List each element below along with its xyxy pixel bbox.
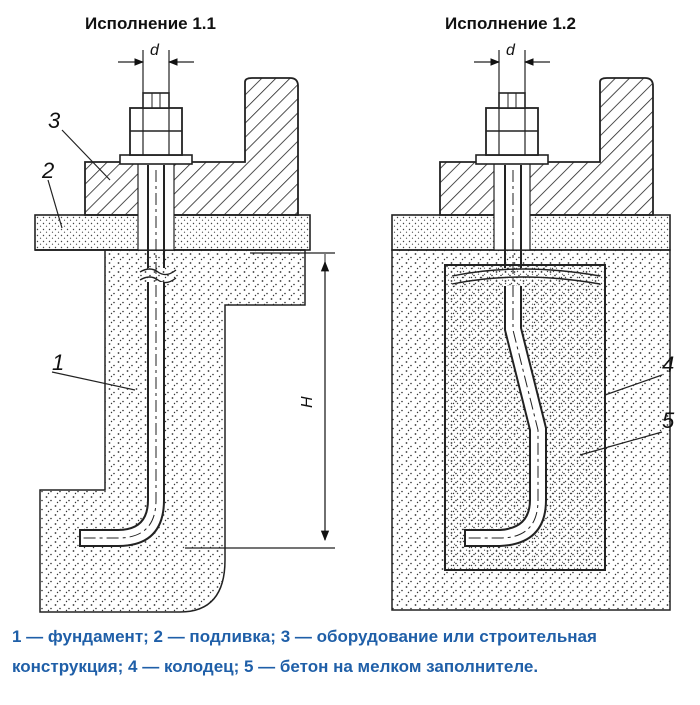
variant-left: d H 3 2 1	[34, 42, 335, 613]
label-1: 1	[52, 350, 64, 375]
bolt-right	[464, 286, 547, 547]
variant-right: d 4 5	[391, 42, 675, 611]
title-variant-1-2: Исполнение 1.2	[445, 14, 576, 33]
bolt-left	[147, 165, 165, 268]
label-3: 3	[48, 108, 61, 133]
legend-caption: 1 — фундамент; 2 — подливка; 3 — оборудо…	[12, 622, 692, 682]
dimension-h: H	[299, 396, 316, 408]
grout-right	[391, 214, 671, 251]
legend-line-2: конструкция; 4 — колодец; 5 — бетон на м…	[12, 657, 539, 676]
label-5: 5	[662, 408, 675, 433]
equipment-right	[439, 77, 654, 216]
legend-line-1: 1 — фундамент; 2 — подливка; 3 — оборудо…	[12, 627, 597, 646]
title-variant-1-1: Исполнение 1.1	[85, 14, 216, 33]
label-4: 4	[662, 352, 674, 377]
label-2: 2	[41, 158, 54, 183]
equipment-left	[84, 77, 299, 216]
foundation-left	[35, 249, 306, 613]
dimension-d-left: d	[150, 42, 160, 59]
dimension-d-right: d	[506, 42, 516, 59]
